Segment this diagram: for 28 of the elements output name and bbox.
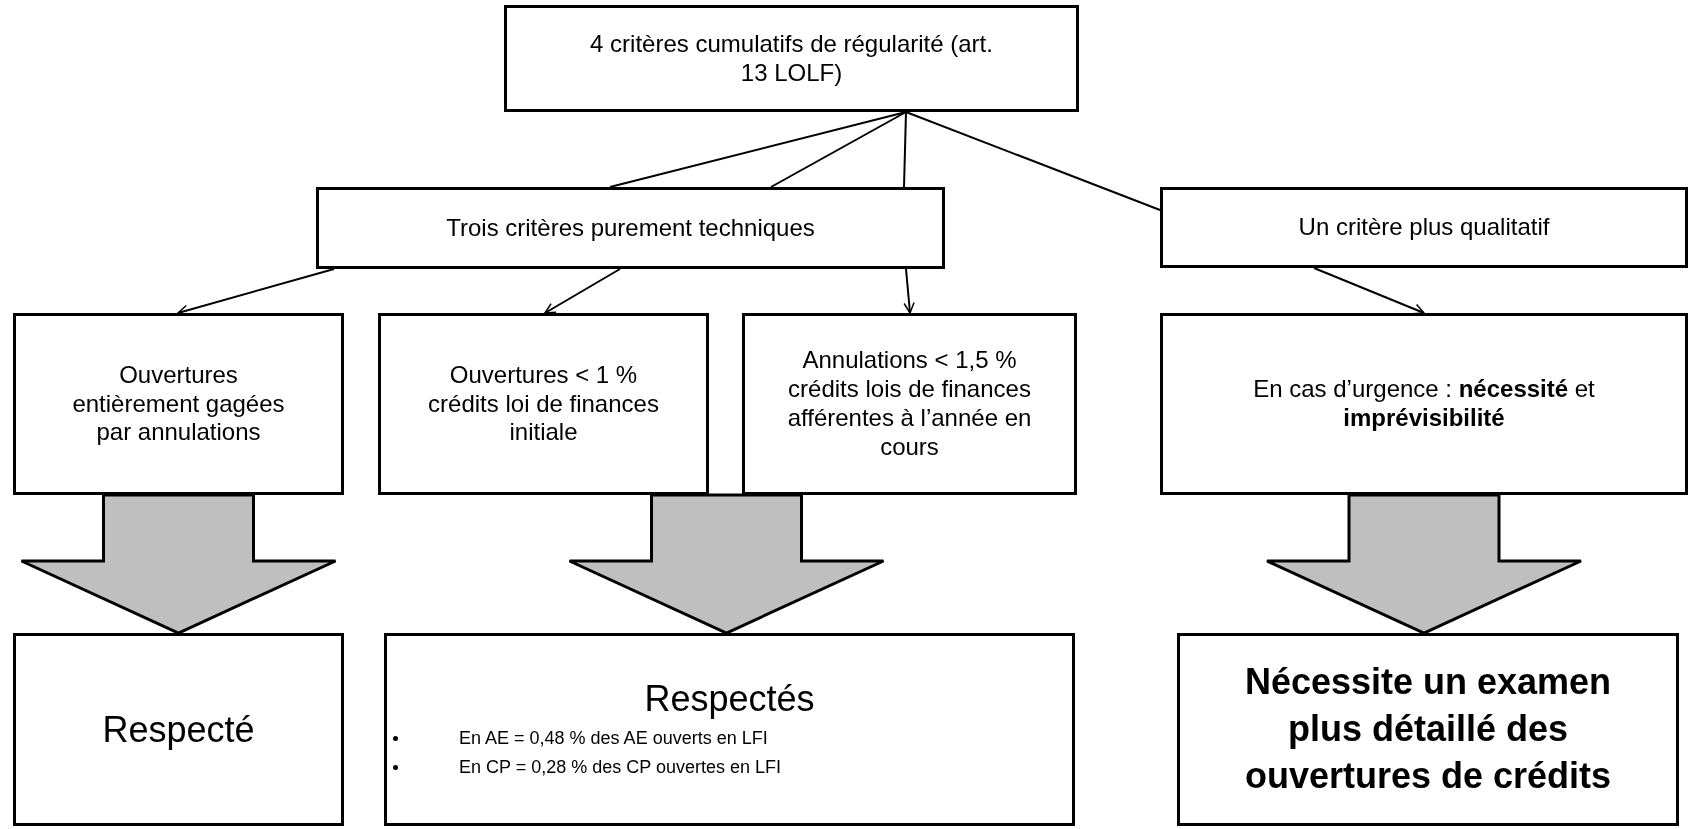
box-text: En cas d’urgence : nécessité et imprévisibilité	[1252, 375, 1596, 433]
box-text: Un critère plus qualitatif	[1298, 213, 1550, 242]
text-box	[1177, 633, 1679, 826]
text-box	[13, 313, 344, 495]
text-box	[504, 5, 1079, 112]
text-box	[1160, 313, 1688, 495]
block-arrow	[1265, 493, 1583, 635]
box-heading: Respectés	[644, 677, 815, 721]
connector-arrow	[1313, 267, 1425, 315]
text-box	[1160, 187, 1688, 268]
text-box	[378, 313, 709, 495]
box-text: Respecté	[102, 707, 255, 752]
box-text: 4 critères cumulatifs de régularité (art. 13 LOLF)	[589, 29, 994, 88]
box-text: Nécessite un examen plus détaillé des ouvertures de crédits	[1243, 660, 1613, 798]
bullet-item: En AE = 0,48 % des AE ouverts en LFI	[387, 724, 1072, 754]
connector-arrow	[544, 268, 621, 314]
box-text: Trois critères purement techniques	[446, 213, 815, 243]
text-box	[316, 187, 945, 269]
box-text: Ouvertures < 1 % crédits loi de finances initiale	[427, 360, 660, 448]
block-arrow	[568, 493, 885, 635]
bullet-item: En CP = 0,28 % des CP ouvertes en LFI	[387, 753, 1072, 782]
text-box	[13, 633, 344, 826]
box-text: Ouvertures entièrement gagées par annulations	[71, 360, 286, 448]
box-text: Annulations < 1,5 % crédits lois de finances afférentes à l’année en cours	[786, 346, 1033, 462]
text-box	[384, 633, 1075, 826]
text-box	[742, 313, 1077, 495]
connector-arrow	[903, 268, 915, 314]
block-arrow	[20, 493, 337, 635]
